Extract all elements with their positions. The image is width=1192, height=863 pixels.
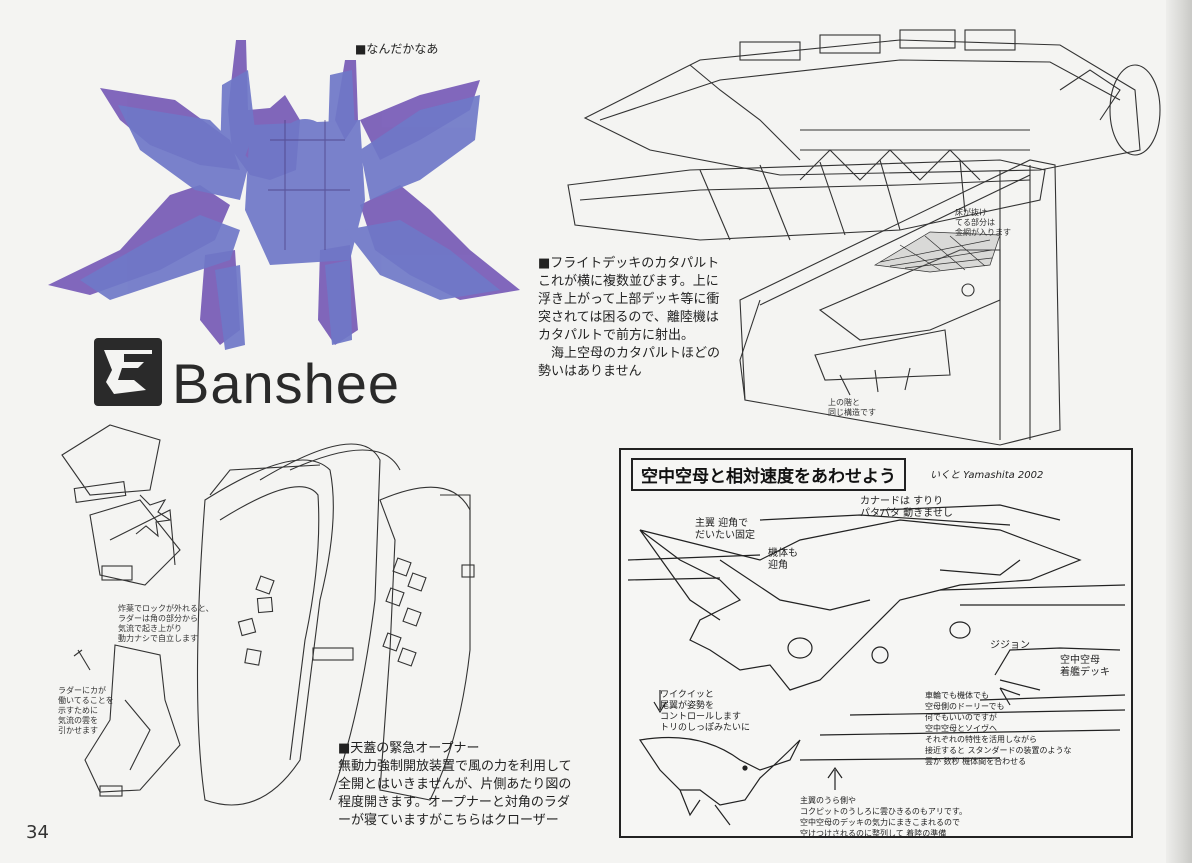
rudder-airflow-note: ラダーにカが 働いてることを 示すために 気流の雲を 引かせます [58, 686, 114, 735]
banshee-logo-mark [94, 338, 162, 406]
sketch-note-jijon: ジジョン [990, 640, 1030, 651]
sketch-note-wing: 主翼 迎角で だいたい固定 [695, 518, 755, 541]
page-number: 34 [26, 822, 49, 843]
sketch-note-gear: 車輪でも機体でも 空母側のドーリーでも 何でもいいのですが 空中空母とソイヴヘ … [925, 691, 1072, 766]
page-binding-shadow [1166, 0, 1192, 863]
artist-signature: いくと Yamashita 2002 [930, 470, 1044, 481]
banshee-caption: ■なんだかなあ [355, 42, 439, 56]
sketch-note-bottom: 主翼のうら側や コクピットのうしろに雲ひきるのもアリです。 空中空母のデッキの気… [800, 796, 968, 838]
explosive-lock-note: 炸薬でロックが外れると、 ラダーは角の部分から 気流で起き上がり 動力ナシで自立… [118, 604, 214, 643]
canopy-caption: ■天蓋の緊急オープナー 無動力強制開放装置で風の力を利用して 全開とはいきません… [338, 741, 572, 828]
sketch-title: 空中空母と相対速度をあわせよう [631, 458, 906, 491]
mesh-note: 床が抜け てる部分は 金網が入ります [955, 208, 1011, 237]
sketch-note-carrier: 空中空母 着艦デッキ [1060, 655, 1110, 678]
sketch-note-body: 機体も 迎角 [768, 548, 798, 571]
sketch-note-canard: カナードは すりり パタパタ 動きませし [860, 496, 953, 519]
sketch-note-tail: ワイクイッと 尾翼が姿勢を コントロールします トリのしっぽみたいに [660, 690, 751, 733]
lower-deck-note: 上の階と 同じ構造です [828, 398, 876, 417]
flight-deck-caption: ■フライトデッキのカタパルト これが横に複数並びます。上に 浮き上がって上部デッ… [538, 256, 721, 379]
banshee-logo-text: Banshee [172, 352, 401, 415]
carrier-speed-sketch-frame [619, 448, 1133, 838]
